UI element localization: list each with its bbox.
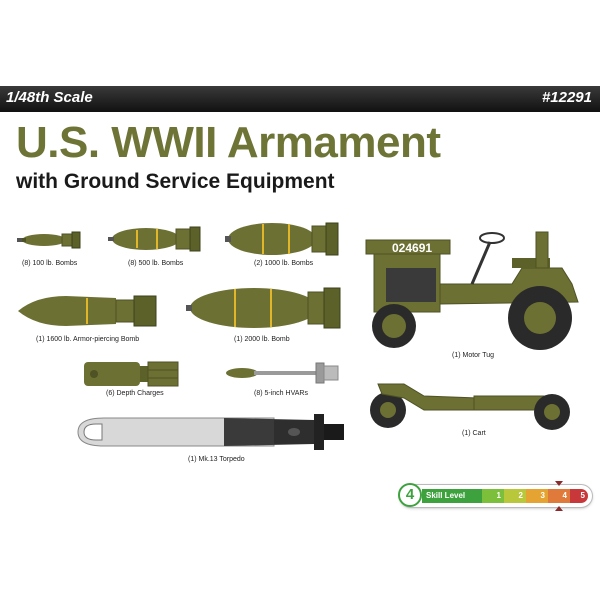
torpedo-illustration — [77, 414, 344, 450]
skill-seg-1: 1 — [482, 489, 504, 503]
product-title: U.S. WWII Armament — [16, 118, 441, 167]
skill-seg-2: 2 — [504, 489, 526, 503]
bomb-1000lb-illustration — [225, 222, 339, 256]
product-subtitle: with Ground Service Equipment — [16, 170, 335, 193]
motor-tug-illustration: 024691 — [365, 231, 579, 350]
skill-seg-4: 4 — [548, 489, 570, 503]
bomb-100lb-illustration — [17, 231, 81, 249]
item-label-cart: (1) Cart — [462, 430, 486, 437]
header-bar: 1/48th Scale #12291 — [0, 86, 600, 112]
item-label-1600lb: (1) 1600 lb. Armor-piercing Bomb — [36, 336, 140, 343]
hvar-rocket-illustration — [226, 362, 339, 384]
cart-illustration — [370, 383, 570, 430]
skill-seg-5: 5 — [570, 489, 588, 503]
skill-level-badge: 4 Skill Level 1 2 3 4 5 — [398, 481, 592, 511]
item-label-1000lb: (2) 1000 lb. Bombs — [254, 260, 314, 267]
item-label-torpedo: (1) Mk.13 Torpedo — [188, 456, 245, 463]
skill-marker-bottom — [555, 506, 563, 511]
skill-seg-3: 3 — [526, 489, 548, 503]
scale-label: 1/48th Scale — [6, 89, 93, 106]
item-label-500lb: (8) 500 lb. Bombs — [128, 260, 184, 267]
kit-number: #12291 — [541, 89, 592, 106]
depth-charge-illustration — [84, 361, 179, 387]
item-label-hvars: (8) 5-inch HVARs — [254, 390, 308, 397]
skill-level-number: 4 — [398, 483, 422, 507]
bomb-2000lb-illustration — [186, 287, 341, 329]
item-label-motor-tug: (1) Motor Tug — [452, 352, 495, 359]
bomb-1600lb-illustration — [18, 295, 157, 327]
skill-marker-top — [555, 481, 563, 486]
tug-serial-number: 024691 — [392, 241, 432, 255]
item-label-2000lb: (1) 2000 lb. Bomb — [234, 336, 290, 343]
item-label-depth-charges: (6) Depth Charges — [106, 390, 164, 397]
skill-level-label: Skill Level — [422, 489, 482, 503]
item-label-100lb: (8) 100 lb. Bombs — [22, 260, 78, 267]
bomb-500lb-illustration — [108, 226, 201, 252]
